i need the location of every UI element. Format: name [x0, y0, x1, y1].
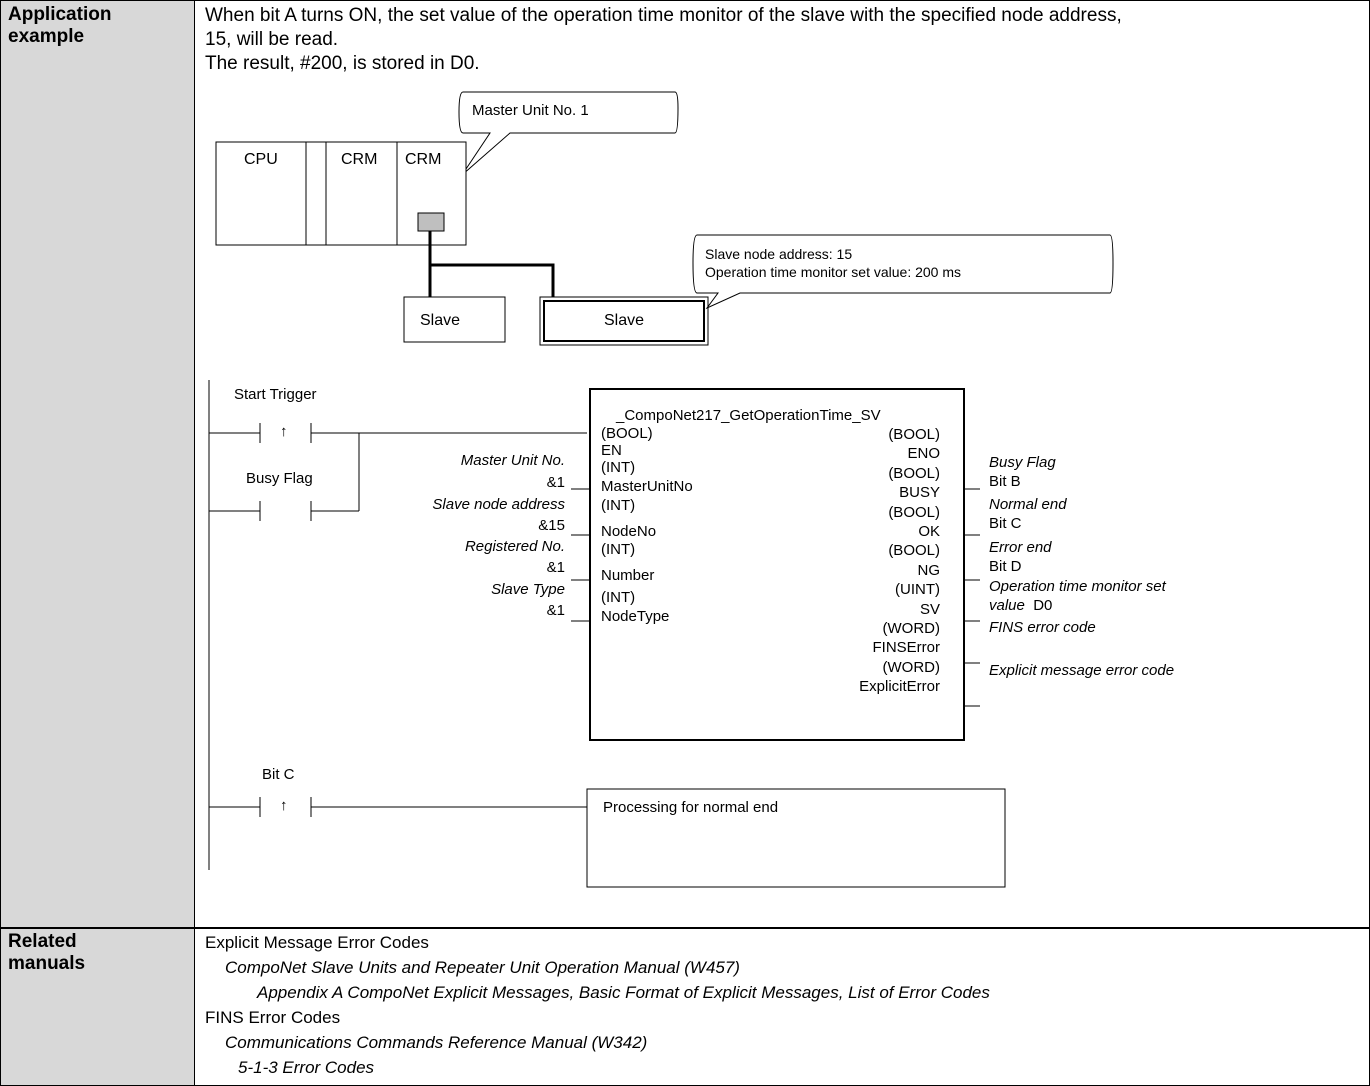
en-var: EN [601, 442, 622, 459]
description-line: 15, will be read. [205, 29, 339, 50]
ladder-diagram [208, 380, 1006, 888]
function-block-name: _CompoNet217_GetOperationTime_SV [616, 407, 881, 424]
input-type: (INT) [601, 541, 636, 558]
label-related-manuals: Related manuals [8, 931, 86, 974]
unit-cpu: CPU [244, 151, 278, 168]
input-value: &1 [546, 559, 565, 576]
description: When bit A turns ON, the set value of th… [205, 4, 1122, 76]
processing-box [586, 788, 1006, 888]
input-var: Number [601, 567, 655, 584]
explicit-comment: Explicit message error code [989, 662, 1175, 679]
related-item: CompoNet Slave Units and Repeater Unit O… [225, 958, 740, 977]
function-block-box [589, 388, 965, 741]
related-item: Communications Commands Reference Manual… [225, 1033, 648, 1052]
label-cell-related [1, 928, 194, 1085]
output-types-vars: (BOOL) ENO (BOOL) BUSY (BOOL) OK (BOOL) … [859, 426, 940, 696]
related-list: Explicit Message Error Codes CompoNet Sl… [205, 930, 990, 1080]
slave-1-label: Slave [420, 312, 461, 329]
processing-text: Processing for normal end [603, 799, 779, 816]
related-item: FINS Error Codes [205, 1008, 341, 1027]
input-comment: Slave node address [432, 496, 565, 513]
input-var: NodeType [601, 608, 670, 625]
ng-value: Bit D [989, 558, 1022, 575]
busy-flag-label: Busy Flag [246, 470, 313, 487]
ok-comment: Normal end [989, 496, 1067, 513]
sv-value-line: value D0 [989, 597, 1053, 614]
label-cell-application [1, 1, 194, 927]
slave-2-label: Slave [604, 312, 645, 329]
en-type: (BOOL) [601, 425, 653, 442]
ng-comment: Error end [989, 539, 1052, 556]
input-type: (INT) [601, 589, 636, 606]
fins-comment: FINS error code [989, 619, 1096, 636]
description-line: The result, #200, is stored in D0. [205, 53, 480, 74]
ok-value: Bit C [989, 515, 1022, 532]
master-callout-text: Master Unit No. 1 [472, 102, 589, 119]
related-item: 5-1-3 Error Codes [238, 1058, 375, 1077]
input-type: (INT) [601, 497, 636, 514]
input-type: (INT) [601, 459, 636, 476]
bit-c-edge-symbol: ↑ [280, 797, 288, 814]
unit-crm-1: CRM [341, 151, 378, 168]
slave-callout-bubble [692, 234, 1114, 310]
sv-comment: Operation time monitor set [989, 578, 1166, 595]
busy-value: Bit B [989, 473, 1021, 490]
start-trigger-edge-symbol: ↑ [280, 423, 288, 440]
input-value: &1 [546, 474, 565, 491]
slave-1-box [403, 296, 506, 343]
unit-crm-2: CRM [405, 151, 442, 168]
network-cable [428, 231, 555, 297]
related-item: Explicit Message Error Codes [205, 933, 429, 952]
slave-2-box [539, 296, 709, 346]
input-value: &15 [538, 517, 565, 534]
input-comment: Registered No. [464, 538, 565, 555]
slave-callout-text: Slave node address: 15 Operation time mo… [705, 246, 962, 280]
input-comment: Master Unit No. [460, 452, 565, 469]
bit-c-label: Bit C [262, 766, 295, 783]
related-item: Appendix A CompoNet Explicit Messages, B… [257, 983, 990, 1002]
description-line: When bit A turns ON, the set value of th… [205, 5, 1122, 26]
input-var: NodeNo [601, 523, 657, 540]
start-trigger-label: Start Trigger [234, 386, 317, 403]
label-application: Application example [8, 4, 112, 47]
master-callout-bubble [458, 91, 679, 176]
input-comment: Slave Type [491, 581, 565, 598]
input-var: MasterUnitNo [601, 478, 693, 495]
busy-comment: Busy Flag [989, 454, 1056, 471]
input-value: &1 [546, 602, 565, 619]
config-diagram [215, 91, 1114, 346]
